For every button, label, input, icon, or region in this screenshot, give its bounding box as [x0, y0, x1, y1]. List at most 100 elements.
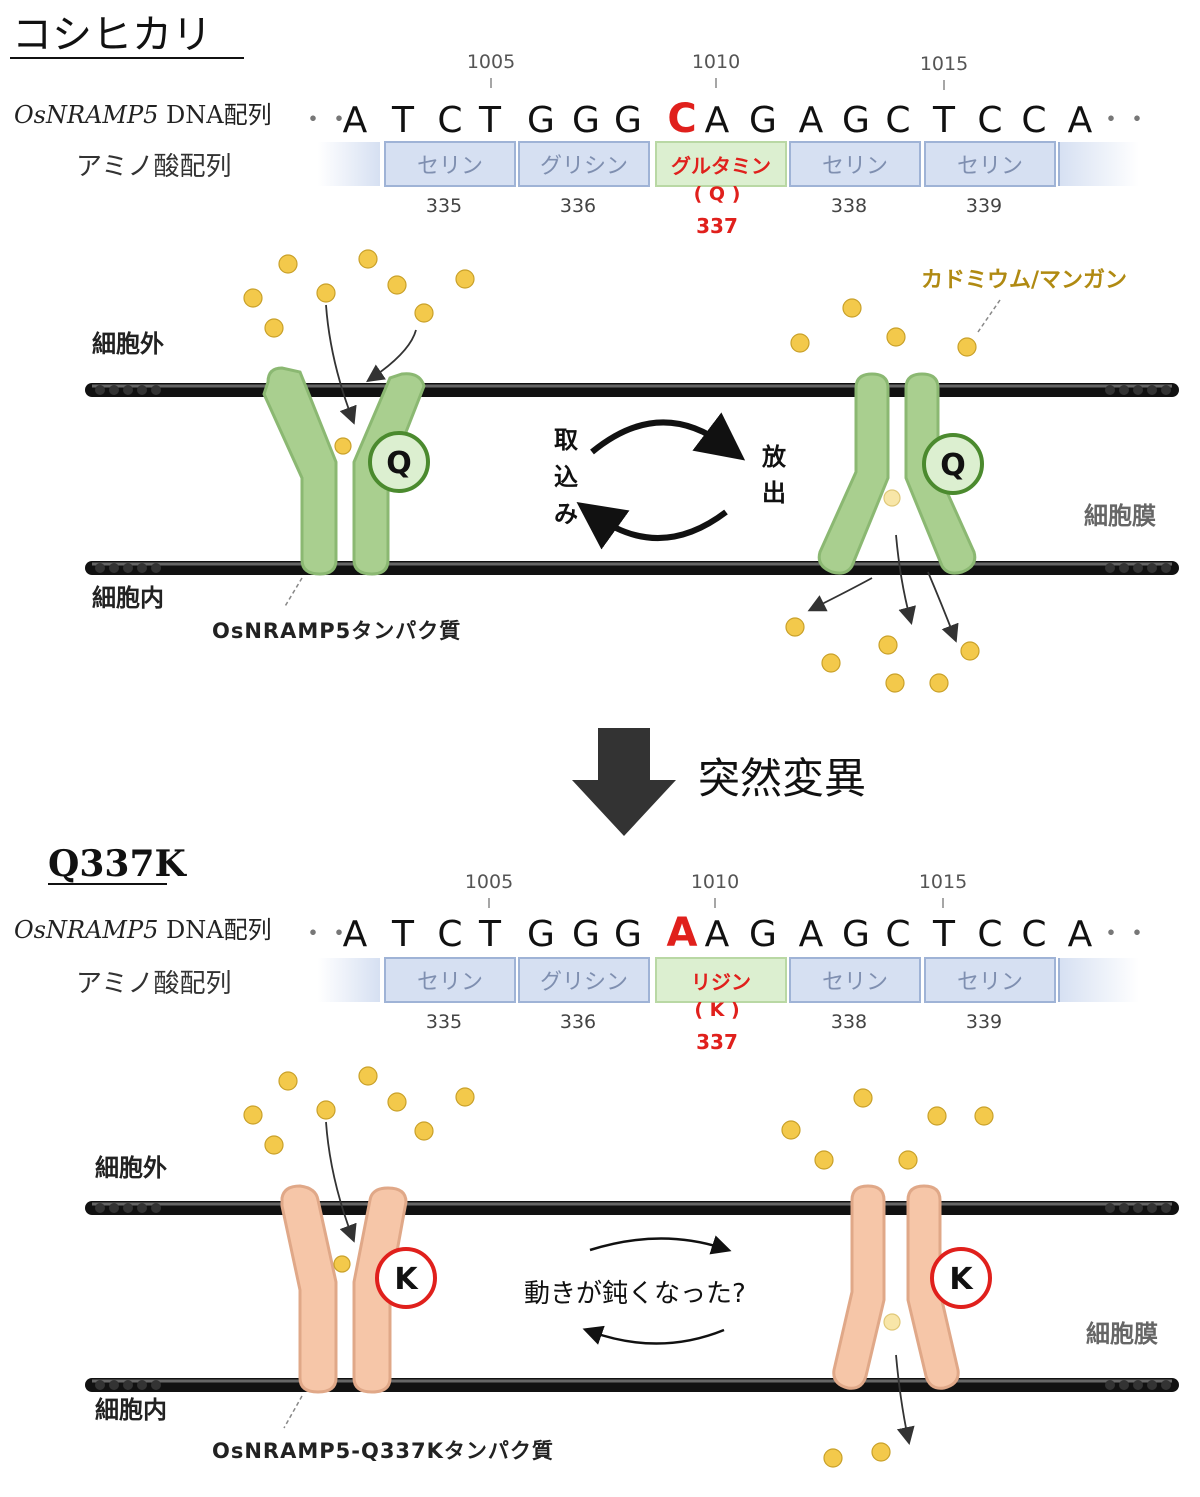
dna-base: G	[614, 914, 642, 955]
amino-acid-name: セリン	[822, 970, 888, 995]
residue-marker: Q	[368, 431, 430, 493]
metal-ion-releasing	[883, 1313, 901, 1331]
amino-acid-box	[384, 957, 516, 1003]
membrane-label: 細胞膜	[1086, 1320, 1158, 1348]
amino-acid-name: グリシン	[540, 154, 628, 179]
mutated-base: C	[667, 96, 696, 142]
aa-fade-right	[1059, 958, 1139, 1002]
residue-marker: K	[375, 1247, 437, 1309]
amino-acid-number: 339	[966, 1011, 1002, 1033]
amino-acid-box	[789, 957, 921, 1003]
residue-marker: K	[930, 1247, 992, 1309]
outside-label: 細胞外	[95, 1154, 167, 1182]
sequence-ellipsis: ・・	[1098, 919, 1150, 949]
dna-base: G	[749, 100, 777, 141]
position-markers: 1005 1010 1015	[465, 871, 967, 908]
protein-label-pointer	[283, 577, 303, 609]
dna-base: T	[932, 100, 956, 141]
metal-ions-inside	[785, 617, 980, 693]
panel-title: Q337K	[48, 843, 188, 885]
aa-fade-left	[318, 958, 380, 1002]
amino-acid-number: 336	[560, 195, 596, 217]
aa-fade-right	[1059, 142, 1139, 186]
position-label: 1015	[920, 53, 968, 75]
amino-acid-box	[518, 141, 650, 187]
amino-acid-number: 339	[966, 195, 1002, 217]
metal-ion-releasing	[883, 489, 901, 507]
position-markers: 1005 1010 1015	[467, 51, 968, 90]
amino-acid-number: 338	[831, 1011, 867, 1033]
release-arrow	[895, 534, 916, 625]
metal-ions-outside-left	[243, 249, 475, 338]
position-label: 1015	[919, 871, 967, 893]
amino-acid-box	[789, 141, 921, 187]
position-label: 1010	[692, 51, 740, 73]
amino-acid-number: 337	[696, 214, 738, 238]
amino-acid-name: リジン	[691, 970, 751, 994]
slowed-label: 動きが鈍くなった?	[524, 1279, 746, 1309]
protein-label-pointer	[283, 1395, 303, 1429]
mutated-base: A	[667, 910, 698, 956]
uptake-arrow	[325, 304, 357, 425]
mutation-label: 突然変異	[698, 754, 866, 803]
position-label: 1005	[465, 871, 513, 893]
amino-acid-number: 338	[831, 195, 867, 217]
dna-base: T	[478, 100, 502, 141]
uptake-arrow	[325, 1121, 357, 1243]
cell-membrane	[85, 383, 1179, 575]
amino-acid-name: セリン	[957, 970, 1023, 995]
amino-acid-number: 337	[696, 1030, 738, 1054]
amino-acid-code: ( Q )	[694, 183, 741, 205]
svg-text:K: K	[949, 1262, 974, 1297]
amino-acid-name: セリン	[417, 970, 483, 995]
dna-base: G	[527, 100, 555, 141]
dna-base: A	[1068, 100, 1093, 141]
dna-base: A	[799, 914, 824, 955]
dna-base: A	[343, 914, 368, 955]
dna-base: C	[885, 914, 910, 955]
protein-open-inward	[817, 372, 977, 575]
transport-cycle: 取込み 放出	[554, 412, 787, 550]
sequence-ellipsis: ・・	[1098, 105, 1150, 135]
amino-acid-number: 335	[426, 195, 462, 217]
protein-label: OsNRAMP5-Q337Kタンパク質	[212, 1439, 554, 1463]
svg-text:K: K	[394, 1262, 419, 1297]
uptake-label: 取込み	[554, 426, 578, 528]
dna-base: T	[478, 914, 502, 955]
dna-base: T	[391, 100, 415, 141]
release-arrow	[895, 1354, 915, 1446]
position-label: 1005	[467, 51, 515, 73]
release-label: 放出	[761, 443, 787, 507]
inside-label: 細胞内	[95, 1396, 167, 1424]
amino-acid-code: ( K )	[694, 999, 739, 1021]
metal-label-pointer	[977, 299, 1001, 333]
dna-base: G	[572, 100, 600, 141]
outside-label: 細胞外	[92, 330, 164, 358]
dna-base: C	[885, 100, 910, 141]
dna-label: OsNRAMP5 DNA配列	[14, 916, 272, 944]
dna-base: G	[527, 914, 555, 955]
amino-acid-box	[924, 141, 1056, 187]
transport-cycle-slowed: 動きが鈍くなった?	[524, 1235, 746, 1345]
metal-label: カドミウム/マンガン	[921, 268, 1127, 293]
dna-base: A	[705, 100, 730, 141]
svg-text:Q: Q	[386, 446, 412, 481]
dna-base: C	[1021, 100, 1046, 141]
dna-base: T	[932, 914, 956, 955]
metal-ions-outside-left	[243, 1066, 475, 1155]
svg-text:Q: Q	[940, 448, 966, 483]
dna-base: G	[749, 914, 777, 955]
dna-base: G	[572, 914, 600, 955]
amino-acid-name: セリン	[417, 154, 483, 179]
amino-acid-box	[518, 957, 650, 1003]
aa-fade-left	[318, 142, 380, 186]
dna-base: C	[437, 100, 462, 141]
dna-base: A	[1068, 914, 1093, 955]
metal-ions-outside-right	[790, 298, 977, 357]
amino-acid-number: 335	[426, 1011, 462, 1033]
dna-base: A	[705, 914, 730, 955]
position-label: 1010	[691, 871, 739, 893]
